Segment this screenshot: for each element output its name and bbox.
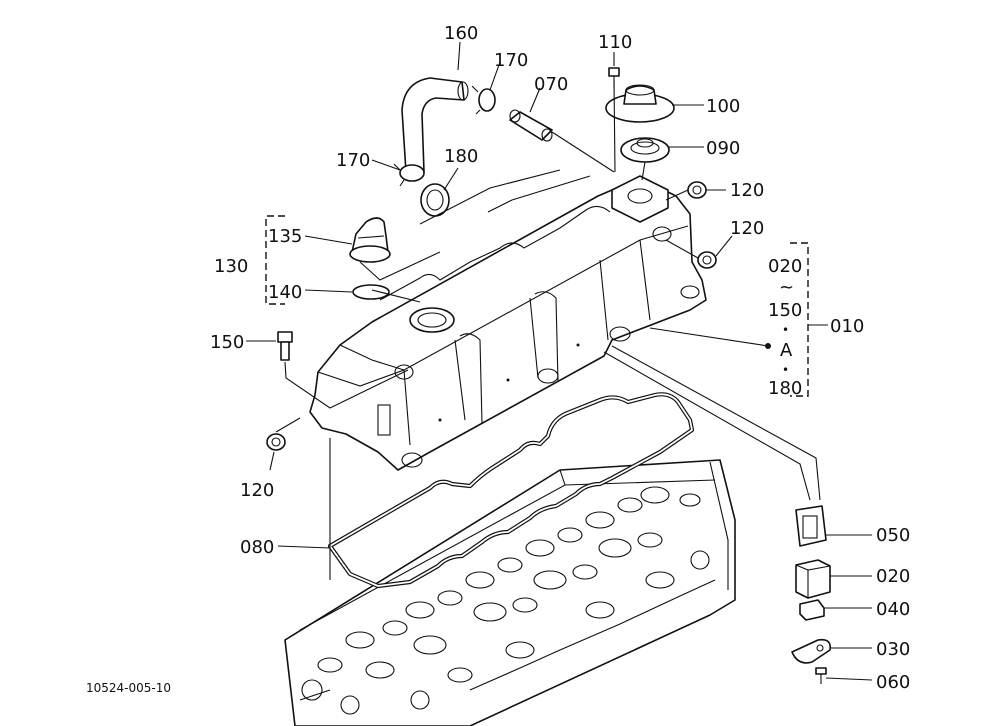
callout-180: 180 [444, 146, 478, 167]
callout-140: 140 [268, 282, 302, 303]
range-start: 020 [768, 256, 802, 277]
range-bullet-1: • [782, 323, 789, 337]
callout-135: 135 [268, 226, 302, 247]
hose-clip-170-upper [471, 85, 496, 115]
callout-150: 150 [210, 332, 244, 353]
range-end: 180 [768, 378, 802, 399]
callout-040: 040 [876, 599, 910, 620]
block-020 [795, 559, 831, 599]
range-bullet-2: • [782, 363, 789, 377]
diaphragm-090 [620, 137, 670, 163]
callout-070: 070 [534, 74, 568, 95]
callout-160: 160 [444, 23, 478, 44]
bracket-050 [795, 505, 827, 547]
assembly-range: 020 ~ 150 • A • 180 010 [768, 256, 864, 399]
callout-170-upper: 170 [494, 50, 528, 71]
callout-010: 010 [830, 316, 864, 337]
range-variant: A [780, 340, 793, 361]
hose-clip-170-lower [393, 163, 425, 187]
callout-020: 020 [876, 566, 910, 587]
plate-030 [791, 638, 832, 664]
callout-100: 100 [706, 96, 740, 117]
callout-120-a: 120 [730, 180, 764, 201]
bolt-150 [277, 331, 293, 361]
cylinder-head [284, 459, 736, 726]
callout-060: 060 [876, 672, 910, 693]
plug-120-c [266, 433, 286, 451]
plug-120-b [697, 251, 717, 269]
callout-110: 110 [598, 32, 632, 53]
bracket-010 [790, 242, 809, 397]
range-tilde: ~ [779, 277, 794, 298]
screw-060 [815, 667, 827, 684]
clamp-040 [799, 599, 825, 621]
oil-filler-cap-135 [349, 217, 391, 263]
callout-labels: 160 170 070 110 100 090 170 180 120 120 … [210, 23, 910, 693]
callout-080: 080 [240, 537, 274, 558]
callout-120-c: 120 [240, 480, 274, 501]
head-cover-010 [309, 175, 707, 471]
oil-seal-180 [420, 183, 450, 217]
plug-120-a [687, 181, 707, 199]
bracket-130 [265, 215, 285, 305]
callout-130: 130 [214, 256, 248, 277]
callout-120-b: 120 [730, 218, 764, 239]
callout-030: 030 [876, 639, 910, 660]
callout-050: 050 [876, 525, 910, 546]
leader-lines [246, 41, 873, 681]
breather-cover-100 [605, 84, 675, 123]
assembly-guide-lines [275, 79, 821, 580]
o-ring-140 [352, 284, 390, 300]
drawing-code: 10524-005-10 [86, 681, 171, 695]
leader-dot [765, 343, 771, 349]
pipe-070 [509, 109, 553, 142]
callout-170-lower: 170 [336, 150, 370, 171]
range-mid: 150 [768, 300, 802, 321]
callout-090: 090 [706, 138, 740, 159]
gasket-080 [327, 392, 695, 589]
